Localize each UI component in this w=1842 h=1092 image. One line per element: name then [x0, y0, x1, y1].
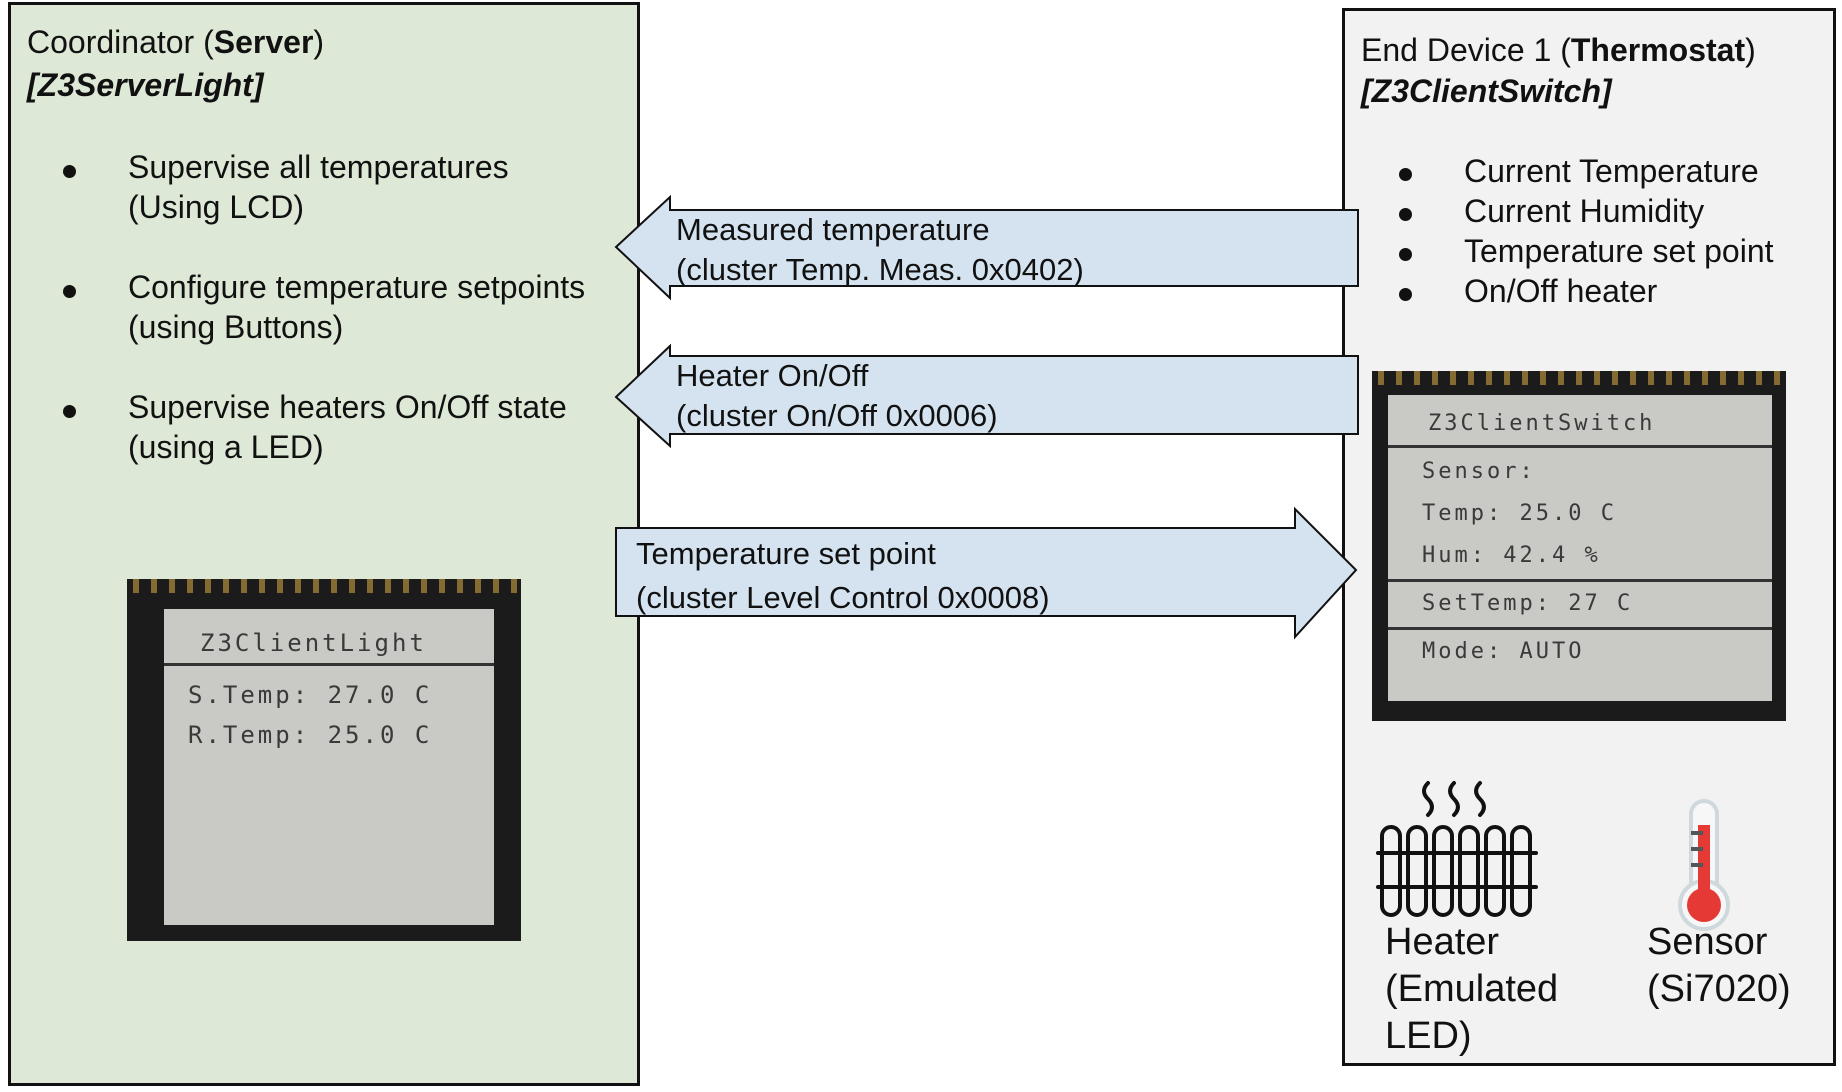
- lcd-set-temp: SetTemp: 27 C: [1422, 591, 1634, 616]
- coordinator-box: Coordinator (Server) [Z3ServerLight] Sup…: [8, 2, 640, 1086]
- end-device-bullet-4: On/Off heater: [1464, 273, 1658, 309]
- arrow-label-temperature-setpoint: Temperature set point(cluster Level Cont…: [636, 536, 1050, 615]
- lcd-humidity: Hum: 42.4 %: [1422, 543, 1601, 568]
- coordinator-subtitle: [Z3ServerLight]: [27, 67, 264, 103]
- arrow-heater-onoff: [614, 343, 1359, 449]
- bullet-dot: [1399, 208, 1412, 221]
- bullet-dot: [63, 285, 76, 298]
- end-device-bullet-1: Current Temperature: [1464, 153, 1759, 189]
- lcd-header: Z3ClientLight: [200, 629, 427, 657]
- bullet-dot: [63, 405, 76, 418]
- coordinator-bullet-2: Configure temperature setpoints(using Bu…: [128, 269, 586, 345]
- lcd-set-temp: S.Temp: 27.0 C: [188, 681, 433, 709]
- arrow-label-heater-onoff: Heater On/Off(cluster On/Off 0x0006): [676, 358, 998, 433]
- lcd-sensor-label: Sensor:: [1422, 459, 1536, 484]
- end-device-title: End Device 1 (Thermostat): [1361, 32, 1756, 68]
- lcd-temp: Temp: 25.0 C: [1422, 501, 1617, 526]
- coordinator-bullet-3: Supervise heaters On/Off state(using a L…: [128, 389, 567, 465]
- bullet-dot: [1399, 168, 1412, 181]
- thermometer-icon: [1678, 799, 1730, 931]
- arrow-measured-temperature: [614, 194, 1359, 301]
- end-device-lcd-photo: Z3ClientSwitch Sensor: Temp: 25.0 C Hum:…: [1372, 371, 1786, 721]
- coordinator-title: Coordinator (Server): [27, 24, 325, 60]
- lcd-mode: Mode: AUTO: [1422, 639, 1585, 664]
- end-device-subtitle: [Z3ClientSwitch]: [1361, 73, 1612, 109]
- end-device-box: End Device 1 (Thermostat) [Z3ClientSwitc…: [1342, 8, 1836, 1066]
- end-device-bullet-3: Temperature set point: [1464, 233, 1774, 269]
- end-device-bullet-2: Current Humidity: [1464, 193, 1705, 229]
- end-device-lcd-screen: Z3ClientSwitch Sensor: Temp: 25.0 C Hum:…: [1388, 395, 1772, 701]
- sensor-caption: Sensor(Si7020): [1647, 921, 1791, 1010]
- arrow-temperature-setpoint: [615, 506, 1358, 640]
- coordinator-lcd-photo: Z3ClientLight S.Temp: 27.0 C R.Temp: 25.…: [127, 579, 521, 941]
- bullet-dot: [1399, 288, 1412, 301]
- lcd-header: Z3ClientSwitch: [1428, 411, 1656, 436]
- coordinator-lcd-screen: Z3ClientLight S.Temp: 27.0 C R.Temp: 25.…: [164, 609, 494, 925]
- radiator-icon: [1376, 781, 1538, 917]
- coordinator-bullet-1: Supervise all temperatures(Using LCD): [128, 149, 509, 225]
- arrow-label-measured-temperature: Measured temperature(cluster Temp. Meas.…: [676, 212, 1084, 287]
- bullet-dot: [1399, 248, 1412, 261]
- lcd-room-temp: R.Temp: 25.0 C: [188, 721, 433, 749]
- bullet-dot: [63, 165, 76, 178]
